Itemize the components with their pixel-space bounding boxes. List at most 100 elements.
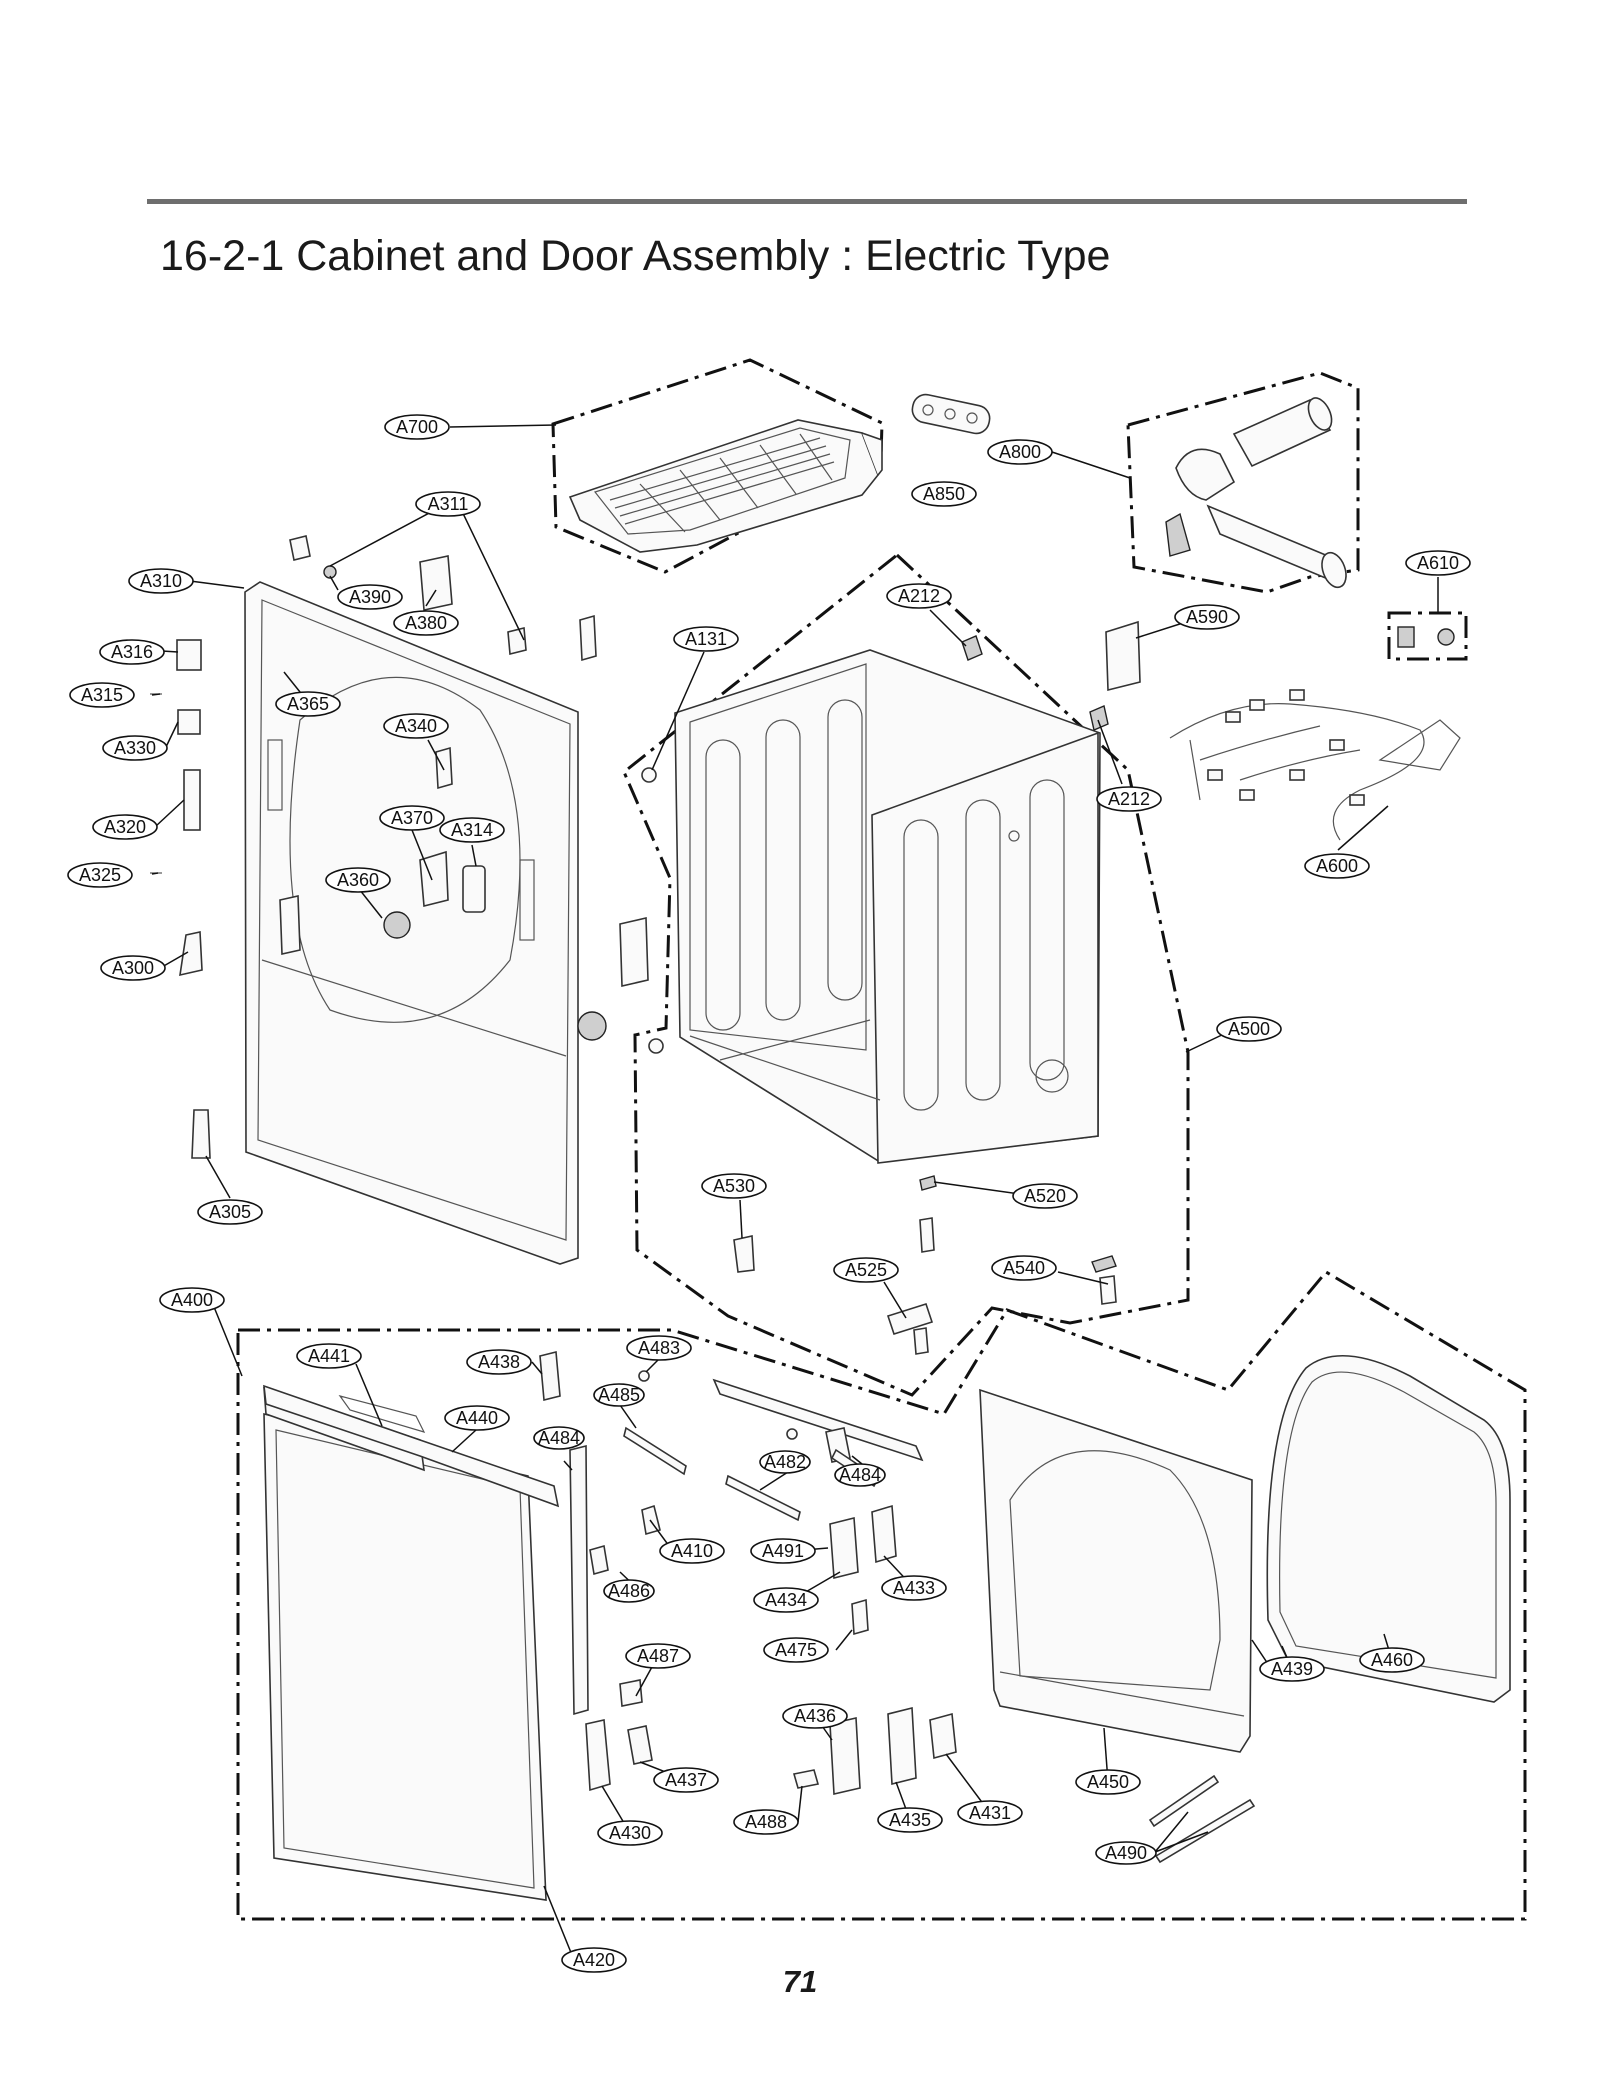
svg-text:A520: A520 [1024,1186,1066,1206]
callout-a540[interactable]: A540 [991,1255,1057,1281]
callout-a610[interactable]: A610 [1405,550,1471,576]
callout-a484-left[interactable]: A484 [533,1426,585,1450]
callout-a434[interactable]: A434 [753,1587,819,1613]
callout-a310[interactable]: A310 [128,568,194,594]
callout-a475[interactable]: A475 [763,1637,829,1663]
callout-a500[interactable]: A500 [1216,1016,1282,1042]
svg-text:A380: A380 [405,613,447,633]
callout-a530[interactable]: A530 [701,1173,767,1199]
callout-a305[interactable]: A305 [197,1199,263,1225]
callout-a400[interactable]: A400 [159,1287,225,1313]
callout-a311[interactable]: A311 [415,491,481,517]
callout-a850[interactable]: A850 [911,481,977,507]
callout-a450[interactable]: A450 [1075,1769,1141,1795]
svg-text:A460: A460 [1371,1650,1413,1670]
callout-a212-side[interactable]: A212 [1096,786,1162,812]
callout-a430[interactable]: A430 [597,1820,663,1846]
header-rule [147,199,1467,204]
page-number: 71 [782,1964,818,1999]
callout-a330[interactable]: A330 [102,735,168,761]
callout-a700[interactable]: A700 [384,414,450,440]
callout-a600[interactable]: A600 [1304,853,1370,879]
callout-a520[interactable]: A520 [1012,1183,1078,1209]
svg-text:A300: A300 [112,958,154,978]
callout-a487[interactable]: A487 [625,1643,691,1669]
callout-a365[interactable]: A365 [275,691,341,717]
callout-a440[interactable]: A440 [444,1405,510,1431]
svg-text:A365: A365 [287,694,329,714]
svg-text:A484: A484 [839,1465,881,1485]
svg-text:A433: A433 [893,1578,935,1598]
callout-a410[interactable]: A410 [659,1538,725,1564]
callout-a590[interactable]: A590 [1174,604,1240,630]
callout-a420[interactable]: A420 [561,1947,627,1973]
callout-a380[interactable]: A380 [393,610,459,636]
callout-a433[interactable]: A433 [881,1575,947,1601]
svg-text:A212: A212 [1108,789,1150,809]
svg-text:A484: A484 [538,1428,580,1448]
svg-text:A390: A390 [349,587,391,607]
callout-a436[interactable]: A436 [782,1703,848,1729]
svg-text:A316: A316 [111,642,153,662]
door-frame-part [979,1388,1253,1753]
svg-text:A320: A320 [104,817,146,837]
svg-text:A437: A437 [665,1770,707,1790]
callout-a491[interactable]: A491 [750,1538,816,1564]
callout-a315[interactable]: A315 [69,682,135,708]
cabinet-small-parts-center [641,620,1141,1355]
callout-a439[interactable]: A439 [1259,1656,1325,1682]
svg-text:A530: A530 [713,1176,755,1196]
callout-a316[interactable]: A316 [99,639,165,665]
callout-a435[interactable]: A435 [877,1807,943,1833]
callout-a800[interactable]: A800 [987,439,1053,465]
svg-text:A310: A310 [140,571,182,591]
svg-text:A305: A305 [209,1202,251,1222]
svg-text:A450: A450 [1087,1772,1129,1792]
svg-text:A590: A590 [1186,607,1228,627]
svg-text:A700: A700 [396,417,438,437]
door-gasket-part [1266,1354,1511,1703]
svg-text:A490: A490 [1105,1843,1147,1863]
callout-a460[interactable]: A460 [1359,1647,1425,1673]
callout-a314[interactable]: A314 [439,817,505,843]
callout-a325[interactable]: A325 [67,862,133,888]
cabinet-body-part [674,649,1101,1164]
callout-a486[interactable]: A486 [603,1579,655,1603]
svg-text:A610: A610 [1417,553,1459,573]
group-boundary-a500 [622,553,1190,1397]
wire-harness-part [1169,689,1461,841]
vent-plate-part [911,393,991,435]
callout-a483[interactable]: A483 [626,1335,692,1361]
svg-text:A438: A438 [478,1352,520,1372]
front-panel-part [244,581,579,1265]
callout-a482[interactable]: A482 [759,1450,811,1474]
svg-text:A500: A500 [1228,1019,1270,1039]
group-boundary-a400 [236,1270,1527,1921]
svg-text:A486: A486 [608,1581,650,1601]
callout-a431[interactable]: A431 [957,1800,1023,1826]
callout-a437[interactable]: A437 [653,1767,719,1793]
callout-a212-top[interactable]: A212 [886,583,952,609]
svg-text:A435: A435 [889,1810,931,1830]
svg-text:A475: A475 [775,1640,817,1660]
callout-a340[interactable]: A340 [383,713,449,739]
svg-text:A540: A540 [1003,1258,1045,1278]
svg-text:A485: A485 [598,1385,640,1405]
callout-a490[interactable]: A490 [1095,1841,1157,1865]
callout-a131[interactable]: A131 [673,626,739,652]
callout-a300[interactable]: A300 [100,955,166,981]
callout-a320[interactable]: A320 [92,814,158,840]
callout-a488[interactable]: A488 [733,1809,799,1835]
callout-a438[interactable]: A438 [466,1349,532,1375]
callout-a525[interactable]: A525 [833,1257,899,1283]
callout-a390[interactable]: A390 [337,584,403,610]
callout-a441[interactable]: A441 [296,1343,362,1369]
callout-a484-right[interactable]: A484 [834,1463,886,1487]
callout-a360[interactable]: A360 [325,867,391,893]
svg-text:A330: A330 [114,738,156,758]
callout-a485[interactable]: A485 [593,1383,645,1407]
svg-text:A420: A420 [573,1950,615,1970]
callout-a370[interactable]: A370 [379,805,445,831]
svg-text:A430: A430 [609,1823,651,1843]
